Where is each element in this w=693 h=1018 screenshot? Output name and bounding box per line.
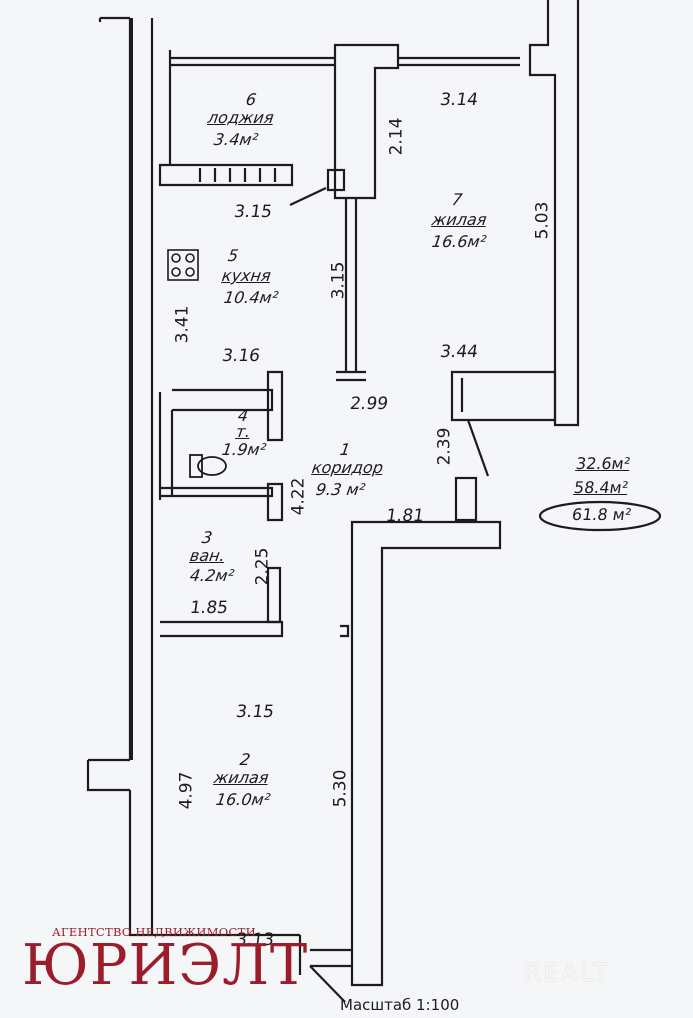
- room-name-living7: жилая: [430, 210, 488, 229]
- dimension-label: 2.39: [434, 427, 455, 466]
- room-name-corridor: коридор: [310, 458, 385, 477]
- bath-wall: [160, 620, 284, 638]
- dimension-label: 3.41: [172, 305, 193, 344]
- toilet-icon: [189, 454, 227, 478]
- agency-tagline: АГЕНТСТВО НЕДВИЖИМОСТИ: [52, 925, 256, 939]
- stove-icon: [167, 249, 199, 281]
- dimension-label: 4.22: [288, 477, 309, 516]
- room-area-living2: 16.0м²: [214, 790, 272, 809]
- useful-area-total: 58.4м²: [572, 478, 630, 497]
- room-area-toilet: 1.9м²: [220, 440, 268, 459]
- partition-column: [333, 43, 400, 200]
- room-area-loggia: 3.4м²: [212, 130, 260, 149]
- dimension-label: 1.81: [384, 506, 426, 526]
- room-name-living2: жилая: [212, 768, 270, 787]
- left-wall-stub: [86, 758, 130, 792]
- dimension-label: 3.15: [232, 202, 274, 222]
- watermark-logo: REALT: [524, 958, 611, 987]
- room-area-kitchen: 10.4м²: [222, 288, 280, 307]
- dimension-label: 1.85: [188, 598, 230, 618]
- dimension-label: 3.16: [220, 346, 262, 366]
- dimension-label: 3.14: [438, 90, 480, 110]
- left-outer-wall: [128, 18, 154, 935]
- dimension-label: 3.15: [328, 261, 349, 300]
- living-room-lower-wall: [450, 370, 557, 422]
- room-name-kitchen: кухня: [220, 266, 273, 285]
- dimension-label: 2.14: [386, 117, 407, 156]
- loggia-rail: [168, 50, 335, 165]
- dimension-label: 5.03: [532, 201, 553, 240]
- dimension-label: 2.25: [252, 547, 273, 586]
- loggia-wall: [158, 163, 294, 187]
- right-outer-wall: [528, 0, 580, 427]
- dimension-label: 5.30: [330, 769, 351, 808]
- dimension-label: 4.97: [176, 771, 197, 810]
- kitchen-partition: [336, 198, 366, 382]
- dimension-label: 3.15: [234, 702, 276, 722]
- scale-label: Масштаб 1:100: [340, 996, 460, 1014]
- dimension-label: 3.44: [438, 342, 480, 362]
- room-area-corridor: 9.3 м²: [314, 480, 367, 499]
- corridor-right-wall: [350, 520, 502, 987]
- room-name-toilet: т.: [234, 422, 252, 441]
- room-area-bath: 4.2м²: [188, 566, 236, 585]
- dimension-label: 2.99: [348, 394, 390, 414]
- total-area: 61.8 м²: [570, 505, 633, 524]
- room-area-living7: 16.6м²: [430, 232, 488, 251]
- room-name-loggia: лоджия: [206, 108, 275, 127]
- agency-logo: ЮРИЭЛТ: [22, 933, 309, 998]
- living-area-total: 32.6м²: [574, 454, 632, 473]
- room-name-bath: ван.: [188, 546, 227, 565]
